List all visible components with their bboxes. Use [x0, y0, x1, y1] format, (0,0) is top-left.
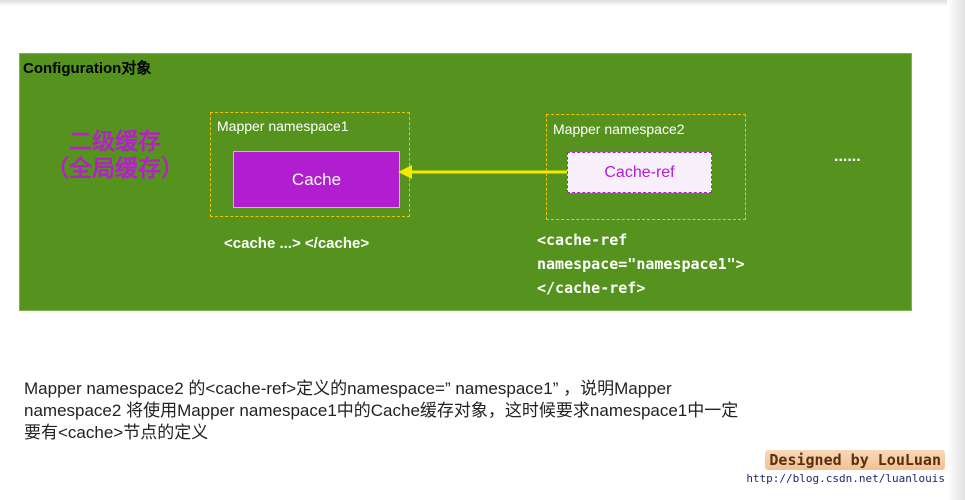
more-mappers-ellipsis: ...... — [834, 148, 861, 165]
description-line: Mapper namespace2 的<cache-ref>定义的namespa… — [24, 379, 672, 398]
cache-level-line1: 二级缓存 — [69, 128, 161, 154]
mapper-namespace1-label: Mapper namespace1 — [217, 118, 349, 134]
top-shadow — [0, 0, 965, 6]
mapper-namespace2-box — [546, 114, 746, 220]
cache-ref-arrow — [398, 165, 572, 179]
description-text: Mapper namespace2 的<cache-ref>定义的namespa… — [24, 378, 914, 444]
arrow-head-icon — [398, 165, 412, 179]
blog-url: http://blog.csdn.net/luanlouis — [746, 472, 945, 485]
description-line: namespace2 将使用Mapper namespace1中的Cache缓存… — [24, 401, 739, 420]
cache-level-label: 二级缓存 （全局缓存） — [40, 128, 190, 182]
right-shadow — [947, 0, 965, 500]
configuration-title: Configuration对象 — [23, 60, 152, 77]
description-line: 要有<cache>节点的定义 — [24, 423, 209, 442]
mapper-namespace1-box — [210, 112, 410, 217]
cache-ref-tag-line: <cache-ref — [537, 231, 628, 249]
cache-box: Cache — [233, 151, 400, 208]
cache-ref-box: Cache-ref — [567, 152, 712, 193]
configuration-object-box — [19, 53, 912, 311]
designer-credit: Designed by LouLuan — [765, 450, 945, 470]
mapper-namespace2-label: Mapper namespace2 — [553, 121, 685, 137]
cache-ref-tag-line: </cache-ref> — [537, 279, 646, 297]
cache-xml-tag: <cache ...> </cache> — [224, 235, 370, 252]
watermark: Designed by LouLuan http://blog.csdn.net… — [746, 450, 945, 485]
cache-level-line2: （全局缓存） — [46, 155, 184, 181]
cache-ref-xml-tag: <cache-ref namespace="namespace1"> </cac… — [537, 228, 745, 300]
cache-ref-tag-line: namespace="namespace1"> — [537, 255, 745, 273]
